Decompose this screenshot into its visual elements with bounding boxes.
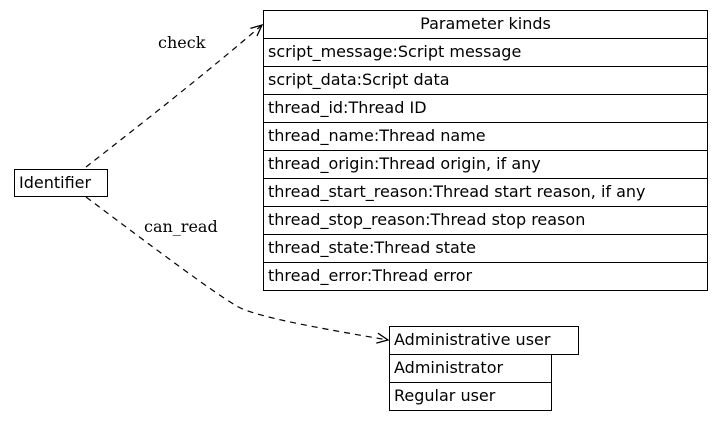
- parameter-kinds-title: Parameter kinds: [263, 10, 708, 39]
- parameter-kind-row: script_message:Script message: [263, 38, 708, 67]
- can-read-edge-label: can_read: [144, 217, 218, 236]
- user-kinds-title: Administrative user: [389, 326, 579, 355]
- parameter-kind-row: thread_stop_reason:Thread stop reason: [263, 206, 708, 235]
- check-edge-label: check: [158, 33, 206, 52]
- check-edge: [85, 23, 264, 168]
- identifier-node: Identifier: [14, 169, 108, 197]
- can-read-edge: [85, 196, 390, 344]
- parameter-kind-row: thread_error:Thread error: [263, 262, 708, 291]
- parameter-kind-row: thread_origin:Thread origin, if any: [263, 150, 708, 179]
- parameter-kind-row: thread_start_reason:Thread start reason,…: [263, 178, 708, 207]
- user-kind-row: Regular user: [389, 382, 552, 411]
- parameter-kind-row: thread_state:Thread state: [263, 234, 708, 263]
- user-kind-row: Administrator: [389, 354, 552, 383]
- parameter-kind-row: thread_id:Thread ID: [263, 94, 708, 123]
- identifier-label: Identifier: [19, 173, 92, 192]
- parameter-kind-row: thread_name:Thread name: [263, 122, 708, 151]
- parameter-kind-row: script_data:Script data: [263, 66, 708, 95]
